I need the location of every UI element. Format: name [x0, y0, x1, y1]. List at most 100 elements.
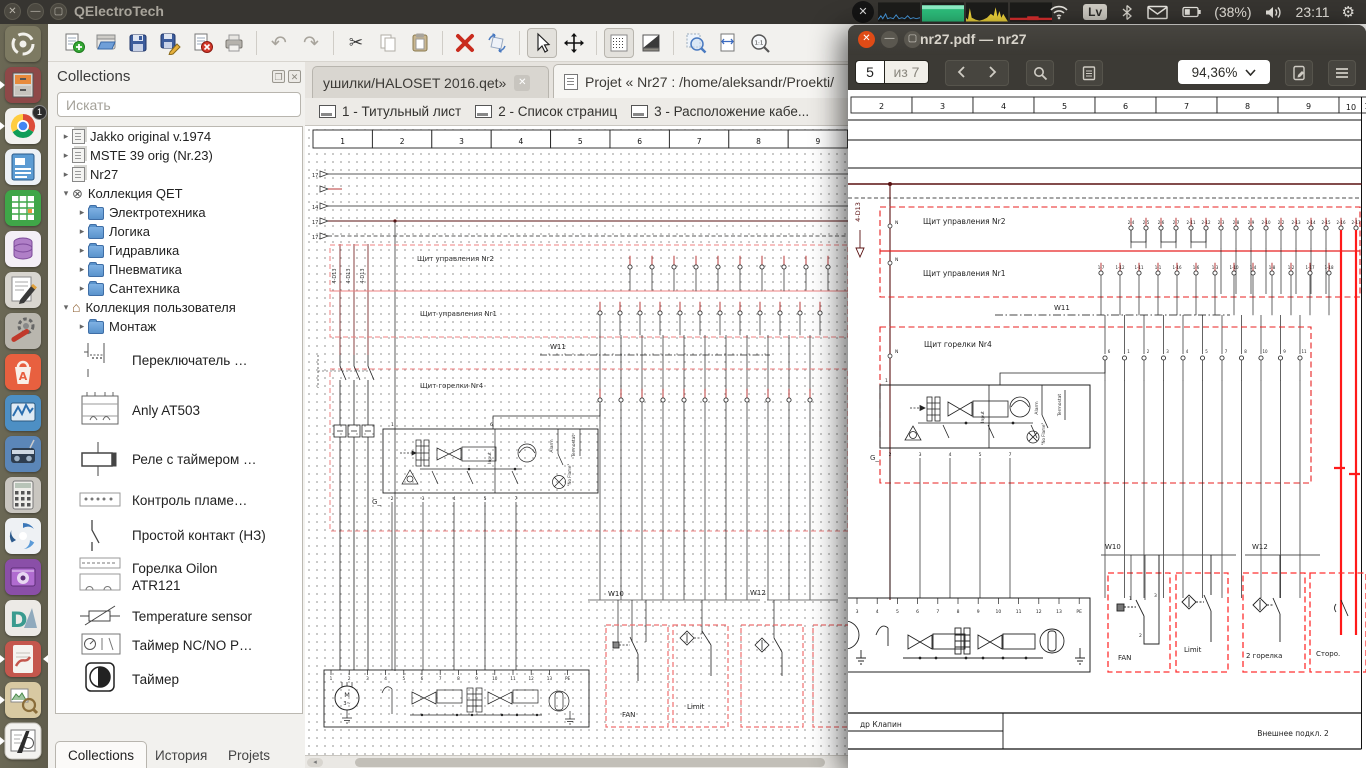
maximize-icon[interactable]: ▢: [50, 3, 67, 20]
expander-arrow-icon[interactable]: ▸: [76, 264, 88, 275]
close-icon[interactable]: ✕: [4, 3, 21, 20]
launcher-image-viewer[interactable]: [0, 680, 48, 721]
launcher-libreoffice-writer[interactable]: [0, 147, 48, 188]
cut-button[interactable]: ✂: [341, 28, 371, 58]
open-project-button[interactable]: [91, 28, 121, 58]
next-page-button[interactable]: [977, 66, 1008, 81]
launcher-system-settings[interactable]: [0, 311, 48, 352]
expander-arrow-icon[interactable]: ▸: [76, 321, 88, 332]
launcher-libreoffice-calc[interactable]: [0, 188, 48, 229]
delete-button[interactable]: [450, 28, 480, 58]
element-item[interactable]: Переключатель …: [56, 336, 302, 384]
element-item[interactable]: Контроль пламе…: [56, 482, 302, 518]
tree-item[interactable]: ▸Монтаж: [56, 317, 302, 336]
minimize-icon[interactable]: —: [881, 31, 898, 48]
element-item[interactable]: Anly AT503: [56, 384, 302, 436]
wifi-icon[interactable]: [1049, 4, 1069, 20]
search-button[interactable]: [1026, 60, 1054, 86]
tree-item[interactable]: ▸Гидравлика: [56, 241, 302, 260]
diagram-tab-3[interactable]: 3 - Расположение кабе...: [631, 104, 809, 119]
launcher-text-editor[interactable]: [0, 270, 48, 311]
tab-history[interactable]: История: [143, 742, 219, 768]
paste-button[interactable]: [405, 28, 435, 58]
pdf-page[interactable]: 2345678910 10 4-D13 N N Щ: [848, 90, 1366, 768]
annotate-button[interactable]: [1285, 60, 1313, 86]
diagram-tab-2[interactable]: 2 - Список страниц: [475, 104, 617, 119]
launcher-draft-tool[interactable]: D: [0, 598, 48, 639]
display-toggle-button[interactable]: [636, 28, 666, 58]
battery-icon[interactable]: [1182, 5, 1202, 19]
close-tab-icon[interactable]: ✕: [514, 75, 530, 91]
minimize-icon[interactable]: —: [27, 3, 44, 20]
horizontal-scrollbar[interactable]: ◂: [305, 755, 848, 768]
launcher-radio[interactable]: [0, 434, 48, 475]
redo-button[interactable]: ↷: [296, 28, 326, 58]
qet-canvas[interactable]: 123456789 17. 14 17. 17.: [305, 126, 848, 755]
launcher-qelectrotech[interactable]: [0, 721, 48, 762]
float-dock-icon[interactable]: ❐: [272, 70, 285, 83]
expander-arrow-icon[interactable]: ▾: [60, 188, 72, 199]
menu-button[interactable]: [1328, 60, 1356, 86]
move-tool-button[interactable]: [559, 28, 589, 58]
tree-item[interactable]: ▾⊗Коллекция QET: [56, 184, 302, 203]
save-as-button[interactable]: [155, 28, 185, 58]
launcher-software-center[interactable]: A: [0, 352, 48, 393]
session-gear-icon[interactable]: ⚙: [1342, 3, 1355, 21]
tree-item[interactable]: ▸Nr27: [56, 165, 302, 184]
keyboard-layout-indicator[interactable]: Lv: [1083, 4, 1107, 20]
save-button[interactable]: [123, 28, 153, 58]
collections-tree[interactable]: ▸Jakko original v.1974▸MSTE 39 orig (Nr.…: [55, 126, 303, 714]
launcher-libreoffice-base[interactable]: [0, 229, 48, 270]
close-dock-icon[interactable]: ✕: [288, 70, 301, 83]
pdf-title-bar[interactable]: ✕ — ▢ nr27.pdf — nr27: [848, 25, 1366, 55]
launcher-shotwell[interactable]: [0, 516, 48, 557]
tab-projets[interactable]: Projets: [216, 742, 282, 768]
element-item[interactable]: Горелка OilonATR121: [56, 552, 302, 602]
project-tab-haloset[interactable]: ушилки/HALOSET 2016.qet» ✕: [312, 66, 549, 98]
element-item[interactable]: Простой контакт (НЗ): [56, 518, 302, 552]
tree-item[interactable]: ▸Пневматика: [56, 260, 302, 279]
element-item[interactable]: Таймер NC/NO P…: [56, 630, 302, 660]
zoom-dropdown[interactable]: 94,36%: [1178, 60, 1270, 84]
expander-arrow-icon[interactable]: ▸: [60, 131, 72, 142]
launcher-media-player[interactable]: [0, 557, 48, 598]
launcher-chrome[interactable]: 1: [0, 106, 48, 147]
tree-item[interactable]: ▸MSTE 39 orig (Nr.23): [56, 146, 302, 165]
close-project-button[interactable]: [187, 28, 217, 58]
expander-arrow-icon[interactable]: ▸: [76, 226, 88, 237]
zoom-one-button[interactable]: 1:1: [745, 28, 775, 58]
copy-button[interactable]: [373, 28, 403, 58]
tab-collections[interactable]: Collections: [55, 741, 147, 768]
element-item[interactable]: Temperature sensor: [56, 602, 302, 630]
tree-item[interactable]: ▸Jakko original v.1974: [56, 127, 302, 146]
print-button[interactable]: [219, 28, 249, 58]
scroll-left-button[interactable]: ◂: [307, 758, 323, 767]
expander-arrow-icon[interactable]: ▸: [60, 169, 72, 180]
expander-arrow-icon[interactable]: ▸: [76, 245, 88, 256]
sidebar-button[interactable]: [1075, 60, 1103, 86]
select-tool-button[interactable]: [527, 28, 557, 58]
indicator-icon[interactable]: ✕: [852, 1, 874, 23]
launcher-system-monitor[interactable]: [0, 393, 48, 434]
clock[interactable]: 23:11: [1296, 4, 1330, 20]
element-item[interactable]: Таймер: [56, 660, 302, 698]
expander-arrow-icon[interactable]: ▸: [60, 150, 72, 161]
maximize-icon[interactable]: ▢: [904, 31, 921, 48]
close-icon[interactable]: ✕: [858, 31, 875, 48]
launcher-file-cabinet[interactable]: [0, 65, 48, 106]
prev-page-button[interactable]: [946, 66, 977, 81]
zoom-fit-button[interactable]: [681, 28, 711, 58]
new-project-button[interactable]: [59, 28, 89, 58]
tree-item[interactable]: ▸Сантехника: [56, 279, 302, 298]
search-input[interactable]: [57, 92, 301, 117]
system-monitor-applets[interactable]: [878, 0, 1054, 24]
tree-item[interactable]: ▸Логика: [56, 222, 302, 241]
element-item[interactable]: Реле с таймером …: [56, 436, 302, 482]
zoom-page-button[interactable]: [713, 28, 743, 58]
diagram-tab-1[interactable]: 1 - Титульный лист: [319, 104, 461, 119]
rotate-button[interactable]: [482, 28, 512, 58]
scrollbar-thumb[interactable]: [355, 758, 825, 767]
expander-arrow-icon[interactable]: ▸: [76, 207, 88, 218]
launcher-dash-home[interactable]: [0, 24, 48, 65]
expander-arrow-icon[interactable]: ▾: [60, 302, 72, 313]
